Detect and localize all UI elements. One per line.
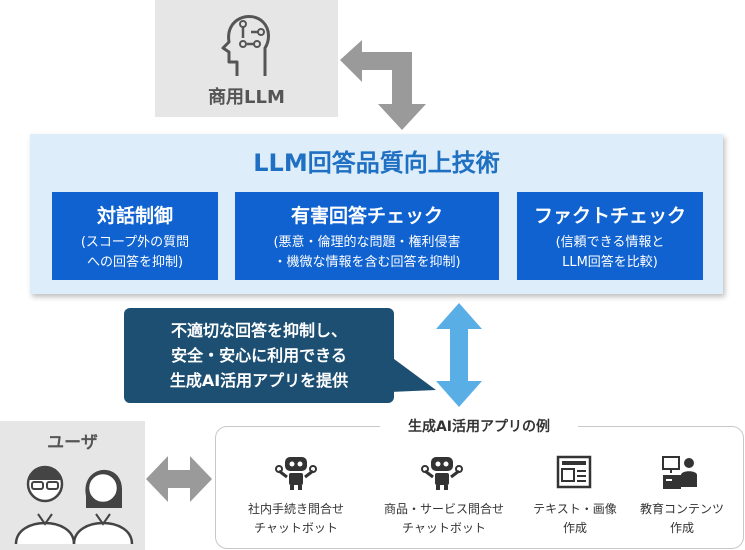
callout-bubble: [124, 308, 394, 403]
robot-icon: [421, 457, 463, 490]
example-line: 作成: [562, 521, 587, 535]
example-content-creation: テキスト・画像 作成: [515, 500, 635, 538]
feature-dialog-control: 対話制御 (スコープ外の質問 への回答を抑制): [52, 192, 218, 280]
callout-line: 生成AI活用アプリを提供: [169, 371, 349, 390]
example-line: 商品・サービス問合せ: [383, 502, 504, 516]
feature-desc: (悪意・倫理的な問題・権利侵害: [273, 235, 461, 250]
feature-harmful-check: 有害回答チェック (悪意・倫理的な問題・権利侵害 ・機微な情報を含む回答を抑制): [235, 192, 499, 280]
feature-desc: LLM回答を比較): [562, 255, 658, 270]
users-icon: [14, 465, 134, 545]
example-education-content: 教育コンテンツ 作成: [622, 500, 742, 538]
callout-pointer: [390, 356, 436, 392]
teacher-icon: [662, 456, 697, 489]
feature-fact-check: ファクトチェック (信頼できる情報と LLM回答を比較): [517, 192, 703, 280]
feature-title: 有害回答チェック: [290, 205, 443, 227]
feature-title: 対話制御: [96, 205, 173, 227]
example-line: テキスト・画像: [533, 502, 617, 516]
llm-box: [155, 0, 338, 117]
example-line: チャットボット: [254, 521, 338, 535]
ai-head-icon: [221, 15, 270, 76]
example-line: 社内手続き問合せ: [247, 502, 344, 516]
feature-desc: (スコープ外の質問: [80, 235, 190, 250]
callout-text: 不適切な回答を抑制し、 安全・安心に利用できる 生成AI活用アプリを提供: [124, 318, 394, 393]
example-internal-chatbot: 社内手続き問合せ チャットボット: [236, 500, 356, 538]
feature-desc: への回答を抑制): [86, 255, 184, 270]
example-line: チャットボット: [402, 521, 486, 535]
llm-connection-arrow: [340, 40, 426, 130]
app-connection-arrow: [436, 303, 482, 407]
robot-icon: [275, 457, 317, 490]
callout-line: 安全・安心に利用できる: [171, 346, 347, 365]
feature-desc: ・機微な情報を含む回答を抑制): [273, 255, 461, 270]
llm-label: 商用LLM: [208, 87, 285, 108]
examples-title: 生成AI活用アプリの例: [380, 416, 578, 436]
document-icon: [556, 455, 592, 489]
user-label: ユーザ: [47, 433, 98, 453]
feature-title: ファクトチェック: [533, 205, 686, 227]
callout-line: 不適切な回答を抑制し、: [170, 321, 347, 340]
panel-title: LLM回答品質向上技術: [253, 149, 500, 177]
example-line: 教育コンテンツ: [639, 502, 724, 516]
app-examples-box: [215, 426, 744, 549]
feature-desc: (信頼できる情報と: [555, 235, 665, 250]
example-line: 作成: [669, 521, 694, 535]
user-connection-arrow: [146, 456, 212, 502]
example-product-chatbot: 商品・サービス問合せ チャットボット: [382, 500, 506, 538]
